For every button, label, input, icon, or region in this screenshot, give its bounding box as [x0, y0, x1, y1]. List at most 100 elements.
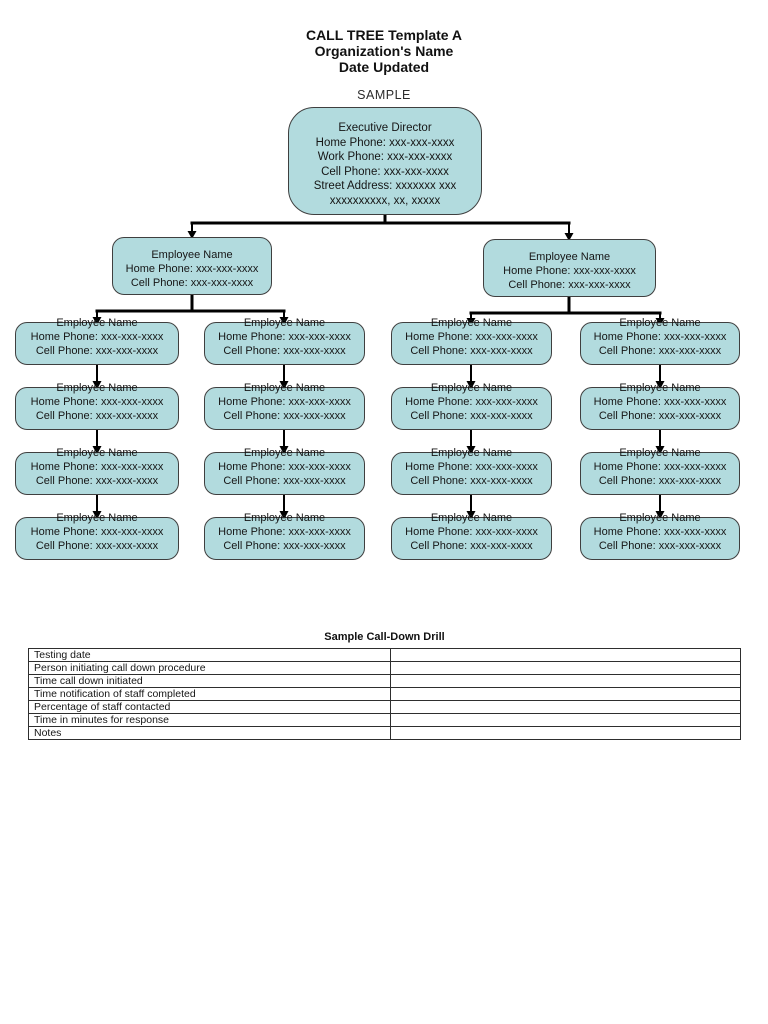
sample-label: SAMPLE: [357, 88, 411, 102]
org-node-employee: Employee Name Home Phone: xxx-xxx-xxxx C…: [391, 382, 552, 430]
drill-value-cell: [390, 648, 741, 662]
node-home-phone: Home Phone: xxx-xxx-xxxx: [503, 265, 636, 277]
node-title: Employee Name: [619, 317, 701, 329]
table-row: Time in minutes for response: [28, 713, 741, 727]
drill-value-cell: [390, 687, 741, 701]
node-home-phone: Home Phone: xxx-xxx-xxxx: [593, 396, 727, 408]
drill-value-cell: [390, 700, 741, 714]
org-node-employee: Employee Name Home Phone: xxx-xxx-xxxx C…: [204, 512, 365, 560]
drill-value-cell: [390, 674, 741, 688]
node-title: Employee Name: [56, 512, 138, 524]
org-node-employee: Employee Name Home Phone: xxx-xxx-xxxx C…: [580, 382, 740, 430]
node-home-phone: Home Phone: xxx-xxx-xxxx: [30, 526, 164, 538]
node-home-phone: Home Phone: xxx-xxx-xxxx: [218, 331, 351, 343]
node-cell-phone: Cell Phone: xxx-xxx-xxxx: [508, 279, 631, 291]
org-node-employee: Employee Name Home Phone: xxx-xxx-xxxx C…: [15, 512, 179, 560]
node-title: Employee Name: [619, 382, 701, 394]
node-work-phone: Work Phone: xxx-xxx-xxxx: [317, 151, 453, 163]
node-home-phone: Home Phone: xxx-xxx-xxxx: [405, 331, 538, 343]
table-row: Time notification of staff completed: [28, 687, 741, 701]
node-cell-phone: Cell Phone: xxx-xxx-xxxx: [410, 410, 533, 422]
drill-value-cell: [390, 661, 741, 675]
node-home-phone: Home Phone: xxx-xxx-xxxx: [218, 526, 351, 538]
drill-table: Testing date Person initiating call down…: [28, 648, 741, 740]
node-title: Employee Name: [151, 249, 233, 261]
org-node-branch-right: Employee Name Home Phone: xxx-xxx-xxxx C…: [483, 239, 656, 297]
node-home-phone: Home Phone: xxx-xxx-xxxx: [405, 396, 538, 408]
node-cell-phone: Cell Phone: xxx-xxx-xxxx: [35, 540, 159, 552]
node-cell-phone: Cell Phone: xxx-xxx-xxxx: [410, 475, 533, 487]
drill-label-cell: Time call down initiated: [28, 674, 391, 688]
org-node-employee: Employee Name Home Phone: xxx-xxx-xxxx C…: [580, 447, 740, 495]
node-cell-phone: Cell Phone: xxx-xxx-xxxx: [223, 410, 346, 422]
node-home-phone: Home Phone: xxx-xxx-xxxx: [30, 461, 164, 473]
table-row: Person initiating call down procedure: [28, 661, 741, 675]
node-title: Employee Name: [56, 317, 138, 329]
node-home-phone: Home Phone: xxx-xxx-xxxx: [593, 331, 727, 343]
org-node-employee: Employee Name Home Phone: xxx-xxx-xxxx C…: [580, 512, 740, 560]
table-row: Notes: [28, 726, 741, 740]
node-cell-phone: Cell Phone: xxx-xxx-xxxx: [598, 540, 722, 552]
node-cell-phone: Cell Phone: xxx-xxx-xxxx: [410, 345, 533, 357]
node-title: Employee Name: [528, 251, 611, 263]
table-row: Testing date: [28, 648, 741, 662]
node-title: Employee Name: [430, 382, 513, 394]
node-cell-phone: Cell Phone: xxx-xxx-xxxx: [410, 540, 533, 552]
org-node-branch-left: Employee Name Home Phone: xxx-xxx-xxxx C…: [112, 237, 272, 295]
table-row: Percentage of staff contacted: [28, 700, 741, 714]
node-cell-phone: Cell Phone: xxx-xxx-xxxx: [35, 345, 159, 357]
node-title: Employee Name: [243, 447, 326, 459]
org-node-employee: Employee Name Home Phone: xxx-xxx-xxxx C…: [204, 382, 365, 430]
node-cell-phone: Cell Phone: xxx-xxx-xxxx: [130, 277, 254, 289]
org-node-employee: Employee Name Home Phone: xxx-xxx-xxxx C…: [391, 317, 552, 365]
node-cell-phone: Cell Phone: xxx-xxx-xxxx: [223, 345, 346, 357]
node-title: Executive Director: [338, 122, 432, 134]
node-home-phone: Home Phone: xxx-xxx-xxxx: [218, 396, 351, 408]
node-home-phone: Home Phone: xxx-xxx-xxxx: [218, 461, 351, 473]
drill-label-cell: Person initiating call down procedure: [28, 661, 391, 675]
node-cell-phone: Cell Phone: xxx-xxx-xxxx: [35, 475, 159, 487]
drill-label-cell: Time notification of staff completed: [28, 687, 391, 701]
node-title: Employee Name: [430, 512, 513, 524]
org-node-employee: Employee Name Home Phone: xxx-xxx-xxxx C…: [391, 447, 552, 495]
node-cell-phone: Cell Phone: xxx-xxx-xxxx: [223, 475, 346, 487]
title-line-template: CALL TREE Template A: [305, 27, 463, 43]
node-home-phone: Home Phone: xxx-xxx-xxxx: [593, 526, 727, 538]
drill-value-cell: [390, 726, 741, 740]
node-cell-phone: Cell Phone: xxx-xxx-xxxx: [598, 410, 722, 422]
drill-table-title: Sample Call-Down Drill: [324, 631, 445, 643]
node-title: Employee Name: [619, 447, 701, 459]
node-title: Employee Name: [243, 317, 326, 329]
node-title: Employee Name: [243, 382, 326, 394]
node-cell-phone: Cell Phone: xxx-xxx-xxxx: [35, 410, 159, 422]
drill-label-cell: Testing date: [28, 648, 391, 662]
node-cell-phone: Cell Phone: xxx-xxx-xxxx: [598, 475, 722, 487]
drill-value-cell: [390, 713, 741, 727]
org-node-employee: Employee Name Home Phone: xxx-xxx-xxxx C…: [15, 317, 179, 365]
org-node-employee: Employee Name Home Phone: xxx-xxx-xxxx C…: [204, 317, 365, 365]
org-node-employee: Employee Name Home Phone: xxx-xxx-xxxx C…: [391, 512, 552, 560]
node-title: Employee Name: [619, 512, 701, 524]
title-line-organization: Organization's Name: [314, 43, 454, 59]
node-title: Employee Name: [430, 317, 513, 329]
node-home-phone: Home Phone: xxx-xxx-xxxx: [125, 263, 259, 275]
node-home-phone: Home Phone: xxx-xxx-xxxx: [405, 461, 538, 473]
drill-label-cell: Time in minutes for response: [28, 713, 391, 727]
node-street-address: Street Address: xxxxxxx xxx: [313, 180, 457, 192]
node-home-phone: Home Phone: xxx-xxx-xxxx: [30, 396, 164, 408]
node-home-phone: Home Phone: xxx-xxx-xxxx: [315, 136, 455, 149]
node-home-phone: Home Phone: xxx-xxx-xxxx: [405, 526, 538, 538]
node-title: Employee Name: [56, 447, 138, 459]
org-node-employee: Employee Name Home Phone: xxx-xxx-xxxx C…: [204, 447, 365, 495]
node-cell-phone: Cell Phone: xxx-xxx-xxxx: [321, 165, 449, 178]
drill-label-cell: Notes: [28, 726, 391, 740]
org-node-employee: Employee Name Home Phone: xxx-xxx-xxxx C…: [15, 382, 179, 430]
drill-label-cell: Percentage of staff contacted: [28, 700, 391, 714]
node-cell-phone: Cell Phone: xxx-xxx-xxxx: [223, 540, 346, 552]
node-city-state-zip: xxxxxxxxxx, xx, xxxxx: [329, 194, 441, 207]
title-line-date: Date Updated: [338, 59, 430, 75]
table-row: Time call down initiated: [28, 674, 741, 688]
node-cell-phone: Cell Phone: xxx-xxx-xxxx: [598, 345, 722, 357]
org-node-executive-director: Executive Director Home Phone: xxx-xxx-x…: [288, 107, 482, 215]
